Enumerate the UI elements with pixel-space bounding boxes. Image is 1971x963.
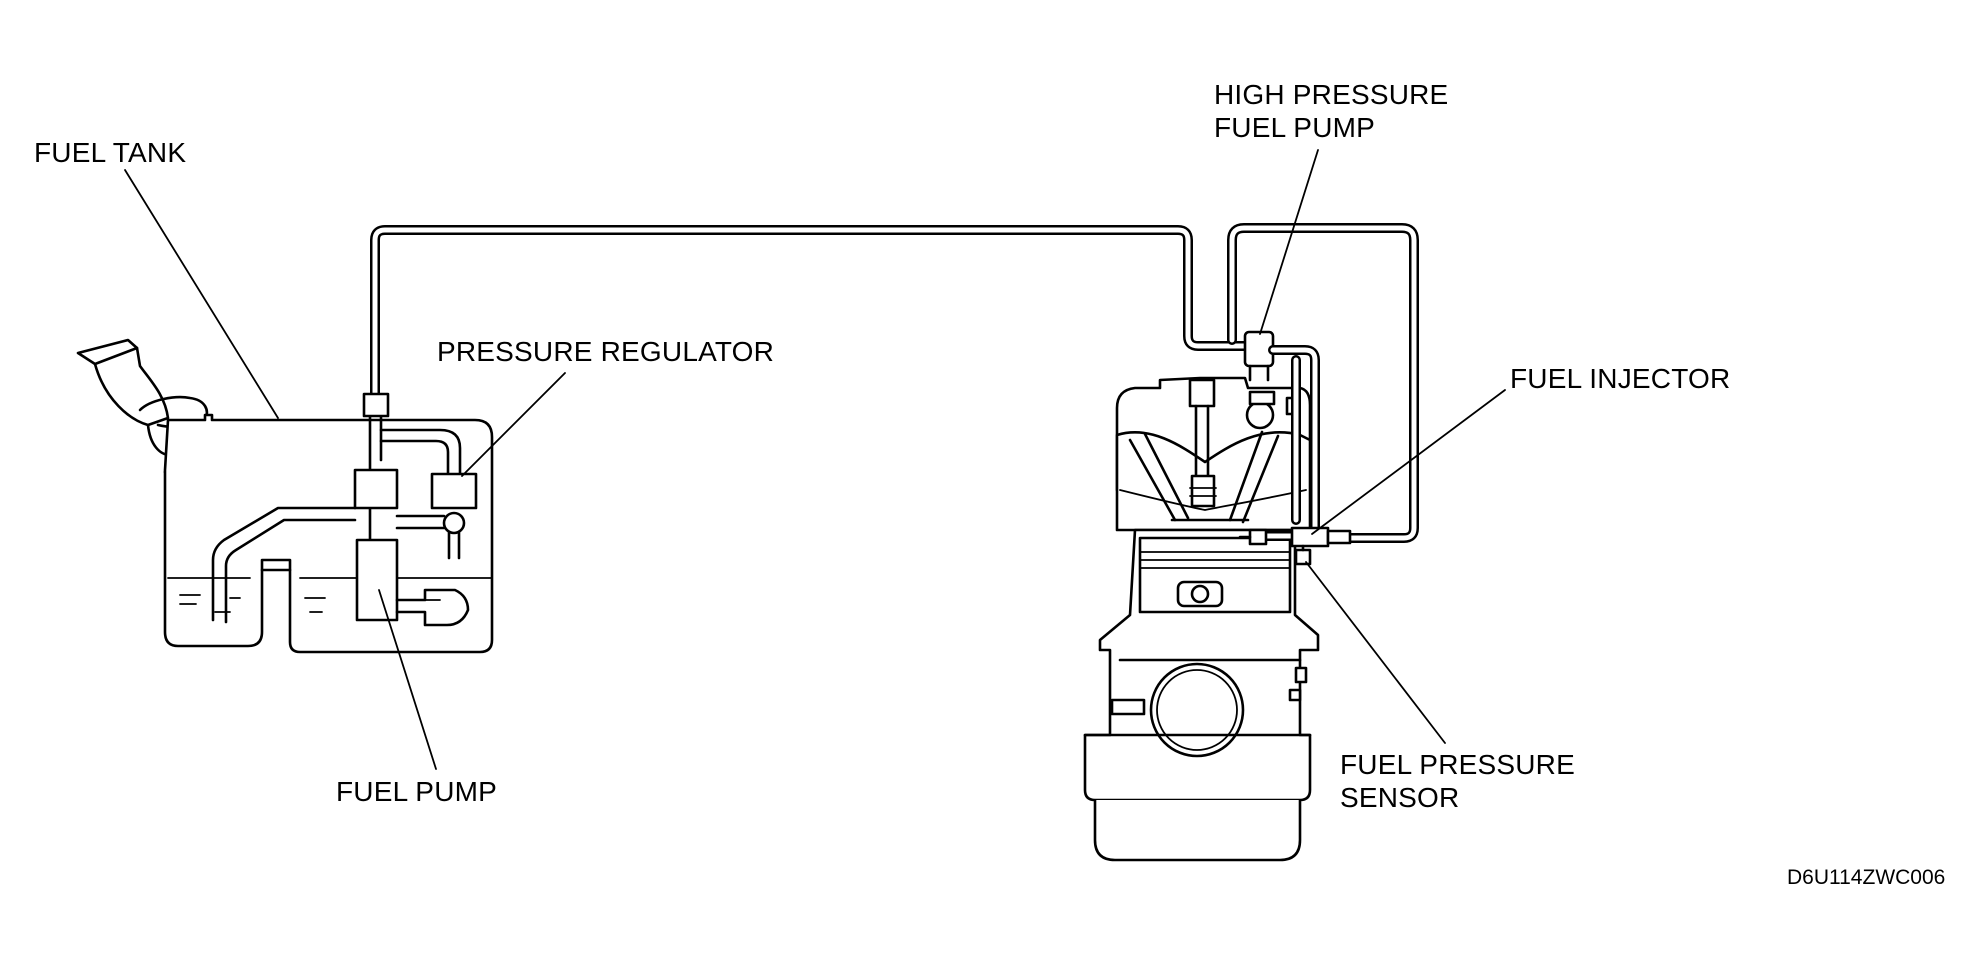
leader-fuel-pressure-sensor — [1305, 561, 1446, 744]
label-fuel-injector: FUEL INJECTOR — [1510, 362, 1730, 395]
high-pressure-fuel-pump — [1243, 330, 1275, 382]
label-fuel-pump: FUEL PUMP — [336, 775, 497, 808]
label-fuel-tank-text: FUEL TANK — [34, 137, 187, 168]
engine — [1083, 376, 1320, 862]
fuel-tank — [76, 338, 494, 654]
leader-pressure-regulator — [461, 372, 566, 477]
label-fuel-pump-text: FUEL PUMP — [336, 776, 498, 807]
leader-lines — [124, 149, 1506, 770]
leader-fuel-injector — [1311, 389, 1506, 535]
label-fuel-injector-text: FUEL INJECTOR — [1510, 363, 1731, 394]
label-fuel-tank: FUEL TANK — [34, 136, 186, 169]
fuel-pressure-sensor — [1294, 544, 1312, 566]
label-fuel-pressure-sensor-line-1: FUEL PRESSURE — [1340, 749, 1575, 780]
label-high-pressure-line-2: FUEL PUMP — [1214, 112, 1376, 143]
label-pressure-regulator-text: PRESSURE REGULATOR — [437, 336, 775, 367]
label-fuel-pressure-sensor-line-2: SENSOR — [1340, 782, 1460, 813]
label-high-pressure-line-1: HIGH PRESSURE — [1214, 79, 1449, 110]
leader-fuel-pump — [378, 589, 437, 770]
leader-fuel-tank — [124, 169, 279, 419]
leader-high-pressure-fuel-pump — [1259, 149, 1319, 335]
figure-code: D6U114ZWC006 — [1787, 866, 1946, 889]
label-fuel-pressure-sensor: FUEL PRESSURE SENSOR — [1340, 748, 1575, 814]
main-fuel-line — [370, 225, 1255, 400]
fuel-injector — [1238, 526, 1352, 548]
label-high-pressure-fuel-pump: HIGH PRESSURE FUEL PUMP — [1214, 78, 1448, 144]
label-pressure-regulator: PRESSURE REGULATOR — [437, 335, 774, 368]
